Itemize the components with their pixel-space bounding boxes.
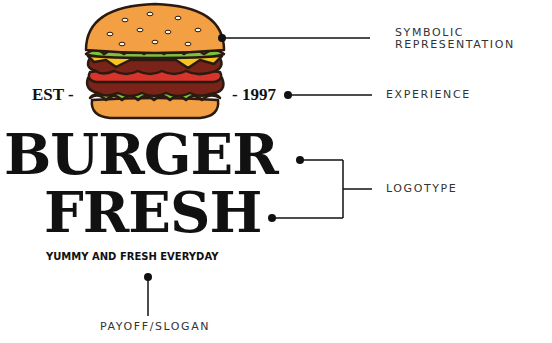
- sesame-seeds: [107, 12, 201, 46]
- established-text: EST -: [32, 86, 74, 104]
- callout-label: LOGOTYPE: [386, 183, 457, 195]
- logotype-word: FRESH: [44, 184, 261, 240]
- callout-label: EXPERIENCE: [386, 89, 471, 101]
- leader-line: [284, 91, 372, 99]
- callout-label: SYMBOLIC REPRESENTATION: [395, 27, 545, 50]
- logotype-word: BURGER: [4, 126, 278, 182]
- leader-line: [218, 34, 370, 42]
- burger-symbol: [86, 4, 224, 118]
- callout-label: PAYOFF/SLOGAN: [100, 321, 210, 333]
- slogan-text: YUMMY AND FRESH EVERYDAY: [46, 252, 218, 263]
- bracket: [268, 156, 372, 222]
- year-text: - 1997: [232, 86, 276, 104]
- leader-line: [144, 273, 152, 316]
